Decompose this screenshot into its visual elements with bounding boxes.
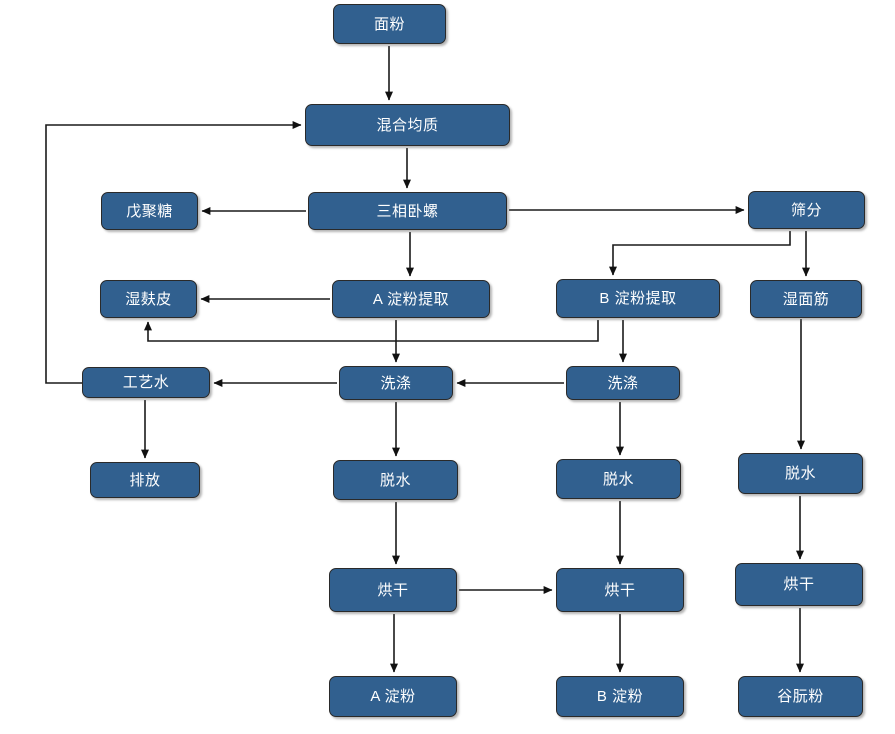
node-label-dewater-b: 脱水 bbox=[602, 470, 634, 488]
node-sieving[interactable]: 筛分 bbox=[748, 191, 865, 229]
node-label-dewater-g: 脱水 bbox=[784, 465, 816, 482]
node-label-gluten-powder: 谷朊粉 bbox=[777, 688, 824, 705]
node-label-wash-a: 洗涤 bbox=[380, 374, 412, 392]
node-label-b-starch: B 淀粉 bbox=[596, 688, 644, 705]
node-a-starch[interactable]: A 淀粉 bbox=[329, 676, 457, 717]
node-process-water[interactable]: 工艺水 bbox=[82, 367, 210, 398]
node-label-wet-gluten: 湿面筋 bbox=[782, 290, 830, 308]
node-label-flour: 面粉 bbox=[373, 15, 405, 33]
node-b-starch-ext[interactable]: B 淀粉提取 bbox=[556, 279, 720, 318]
node-dry-a[interactable]: 烘干 bbox=[329, 568, 457, 612]
node-label-wet-bran: 湿麸皮 bbox=[125, 290, 172, 308]
node-label-tricanter: 三相卧螺 bbox=[376, 202, 439, 220]
node-label-dry-g: 烘干 bbox=[783, 576, 815, 593]
node-b-starch[interactable]: B 淀粉 bbox=[556, 676, 684, 717]
node-wash-b[interactable]: 洗涤 bbox=[566, 366, 680, 400]
node-label-dry-b: 烘干 bbox=[604, 581, 636, 599]
node-pentosan[interactable]: 戊聚糖 bbox=[101, 192, 198, 230]
node-wet-bran[interactable]: 湿麸皮 bbox=[100, 280, 197, 318]
node-mixing[interactable]: 混合均质 bbox=[305, 104, 510, 146]
node-dewater-g[interactable]: 脱水 bbox=[738, 453, 863, 494]
node-dry-b[interactable]: 烘干 bbox=[556, 568, 684, 612]
node-label-process-water: 工艺水 bbox=[122, 374, 170, 391]
node-label-pentosan: 戊聚糖 bbox=[126, 202, 173, 220]
node-dry-g[interactable]: 烘干 bbox=[735, 563, 863, 606]
node-wash-a[interactable]: 洗涤 bbox=[339, 366, 453, 400]
node-label-mixing: 混合均质 bbox=[376, 116, 439, 134]
node-tricanter[interactable]: 三相卧螺 bbox=[308, 192, 507, 230]
node-flour[interactable]: 面粉 bbox=[333, 4, 446, 44]
node-gluten-powder[interactable]: 谷朊粉 bbox=[738, 676, 863, 717]
node-label-dry-a: 烘干 bbox=[377, 581, 409, 599]
node-discharge[interactable]: 排放 bbox=[90, 462, 200, 498]
node-label-wash-b: 洗涤 bbox=[607, 374, 639, 392]
node-label-sieving: 筛分 bbox=[790, 201, 822, 219]
node-wet-gluten[interactable]: 湿面筋 bbox=[750, 280, 862, 318]
node-a-starch-ext[interactable]: A 淀粉提取 bbox=[332, 280, 490, 318]
node-label-a-starch: A 淀粉 bbox=[370, 688, 416, 705]
node-label-a-starch-ext: A 淀粉提取 bbox=[372, 290, 450, 308]
node-label-b-starch-ext: B 淀粉提取 bbox=[599, 290, 677, 307]
node-label-discharge: 排放 bbox=[129, 471, 161, 489]
node-label-dewater-a: 脱水 bbox=[379, 471, 411, 489]
node-dewater-b[interactable]: 脱水 bbox=[556, 459, 681, 499]
node-dewater-a[interactable]: 脱水 bbox=[333, 460, 458, 500]
